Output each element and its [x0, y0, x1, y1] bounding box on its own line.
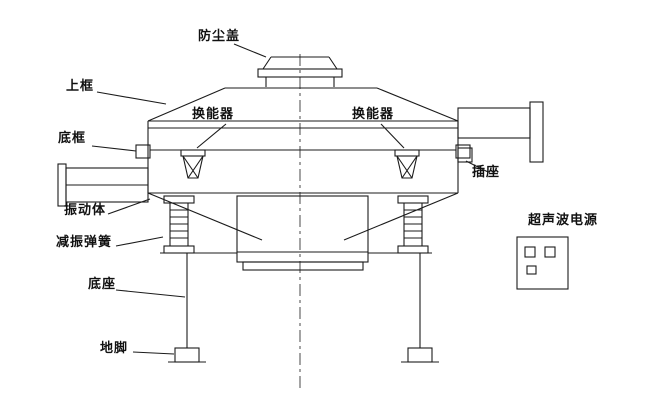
label-transducer-left: 换能器 — [192, 107, 235, 122]
bottom-frame-shape — [135, 121, 471, 194]
label-socket: 插座 — [472, 165, 501, 180]
label-dust-cover: 防尘盖 — [198, 29, 241, 44]
upper-frame-shape — [147, 87, 459, 129]
dust-cover-shape — [257, 56, 343, 87]
transducer-left-shape — [180, 149, 206, 179]
label-vibrating-body: 振动体 — [64, 203, 107, 218]
discharge-box-shape — [236, 195, 369, 271]
label-transducer-right: 换能器 — [352, 107, 395, 122]
label-ultrasonic-power: 超声波电源 — [528, 213, 599, 228]
transducer-right-shape — [394, 149, 420, 179]
label-upper-frame: 上框 — [66, 79, 95, 94]
left-outlet-shape — [57, 163, 149, 207]
label-bottom-frame: 底框 — [58, 131, 87, 146]
spring-right-shape — [397, 195, 429, 254]
foot-shape — [168, 347, 439, 363]
power-supply-box-shape — [516, 236, 569, 290]
label-base: 底座 — [88, 277, 117, 292]
leader-lines — [91, 43, 489, 355]
base-shape — [160, 252, 432, 348]
cone-shape — [147, 192, 459, 241]
label-foot: 地脚 — [100, 341, 129, 356]
right-outlet-shape — [457, 101, 544, 163]
spring-left-shape — [163, 195, 195, 254]
label-damping-spring: 减振弹簧 — [56, 235, 113, 250]
